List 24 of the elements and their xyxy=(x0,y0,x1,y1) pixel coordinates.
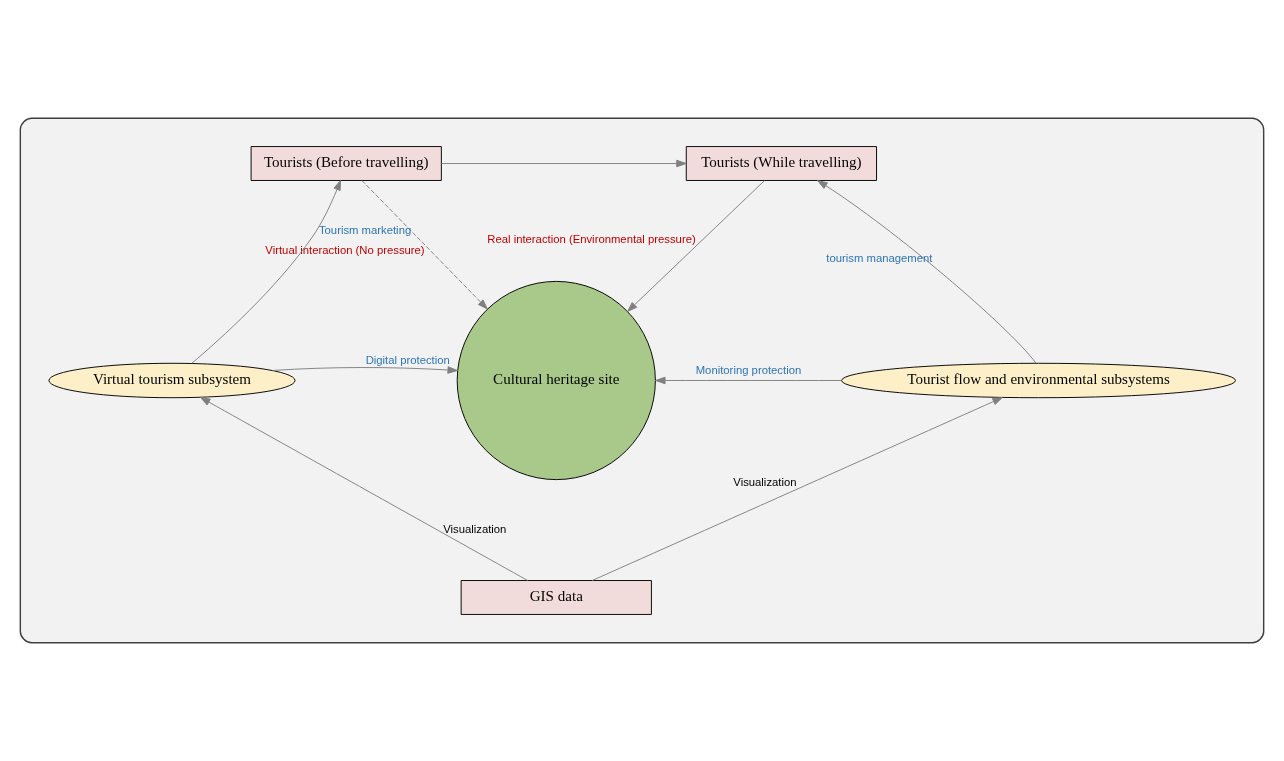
node-ellipse: Virtual tourism subsystem xyxy=(48,362,296,399)
arrow xyxy=(272,366,458,374)
node-box: Tourists (While travelling) xyxy=(685,146,877,181)
arrow xyxy=(361,180,488,310)
node-ellipse: Tourist flow and environmental subsystems xyxy=(841,362,1236,399)
edge-label: Real interaction (Environmental pressure) xyxy=(487,232,696,245)
edge-label: Monitoring protection xyxy=(695,364,802,377)
arrow xyxy=(817,180,1037,364)
arrow xyxy=(591,397,1003,581)
edge-label: Visualization xyxy=(443,523,507,536)
edge-label: Tourism marketing xyxy=(318,223,412,236)
edge-label: Virtual interaction (No pressure) xyxy=(265,243,425,256)
arrow xyxy=(655,376,842,385)
node-box: GIS data xyxy=(460,580,652,615)
arrow xyxy=(440,159,687,168)
cluster xyxy=(19,117,1265,644)
edge-label: Digital protection xyxy=(365,354,450,367)
edge-label: tourism management xyxy=(826,251,933,264)
node-box: Tourists (Before travelling) xyxy=(250,146,442,181)
node-circle: Cultural heritage site xyxy=(456,280,656,481)
arrow xyxy=(200,396,528,581)
arrow xyxy=(191,180,341,364)
edge-label: Visualization xyxy=(733,475,797,488)
arrow xyxy=(627,180,765,312)
